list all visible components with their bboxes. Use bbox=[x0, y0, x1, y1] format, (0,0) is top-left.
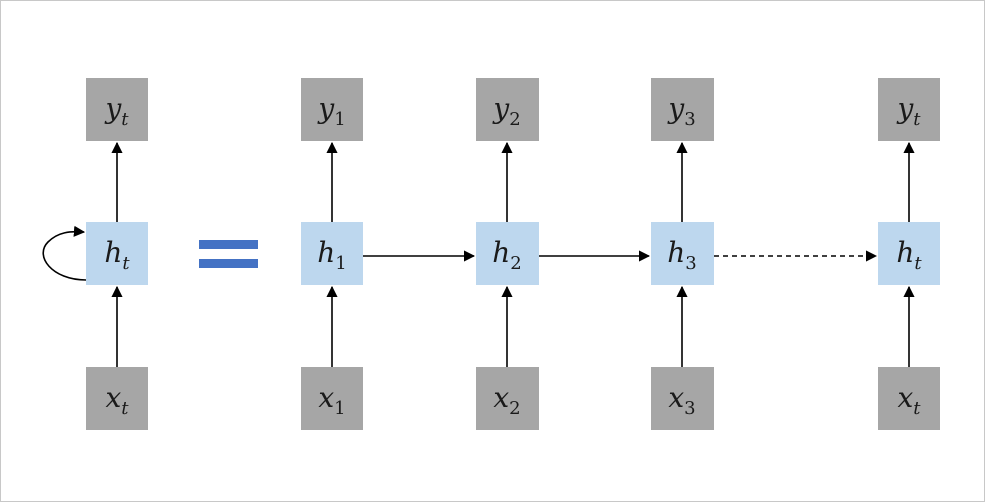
time-step-1: y1 h1 x1 bbox=[301, 78, 363, 430]
input-box-t bbox=[878, 367, 940, 430]
equals-sign-icon bbox=[199, 240, 258, 268]
output-box-1 bbox=[301, 78, 363, 141]
output-label-2: y2 bbox=[491, 92, 520, 130]
folded-rnn: yt ht xt bbox=[42, 78, 148, 430]
output-box-3 bbox=[651, 78, 714, 141]
input-label-2: x2 bbox=[493, 381, 520, 419]
recurrent-loop-arrow-icon bbox=[42, 225, 87, 281]
input-box-2 bbox=[476, 367, 539, 430]
unfolded-rnn: y1 h1 x1 y2 h2 x2 bbox=[301, 78, 940, 430]
folded-input-box bbox=[86, 367, 148, 430]
time-step-3: y3 h3 x3 bbox=[651, 78, 714, 430]
output-label-t: yt bbox=[895, 92, 921, 130]
hidden-box-2 bbox=[476, 222, 539, 285]
time-step-2: y2 h2 x2 bbox=[476, 78, 539, 430]
hidden-label-3: h3 bbox=[667, 236, 697, 274]
hidden-label-1: h1 bbox=[317, 236, 347, 274]
output-box-t bbox=[878, 78, 940, 141]
input-label-3: x3 bbox=[668, 381, 695, 419]
hidden-box-3 bbox=[651, 222, 714, 285]
output-label-1: y1 bbox=[316, 92, 345, 130]
folded-hidden-label: ht bbox=[104, 236, 130, 274]
hidden-box-t bbox=[878, 222, 940, 285]
folded-hidden-box bbox=[86, 222, 148, 285]
input-label-1: x1 bbox=[318, 381, 345, 419]
output-box-2 bbox=[476, 78, 539, 141]
folded-input-label: xt bbox=[105, 381, 129, 419]
hidden-box-1 bbox=[301, 222, 363, 285]
output-label-3: y3 bbox=[666, 92, 695, 130]
input-box-1 bbox=[301, 367, 363, 430]
hidden-label-2: h2 bbox=[492, 236, 522, 274]
hidden-label-t: ht bbox=[896, 236, 922, 274]
folded-output-label: yt bbox=[103, 92, 129, 130]
time-step-t: yt ht xt bbox=[878, 78, 940, 430]
input-label-t: xt bbox=[897, 381, 921, 419]
folded-output-box bbox=[86, 78, 148, 141]
input-box-3 bbox=[651, 367, 714, 430]
